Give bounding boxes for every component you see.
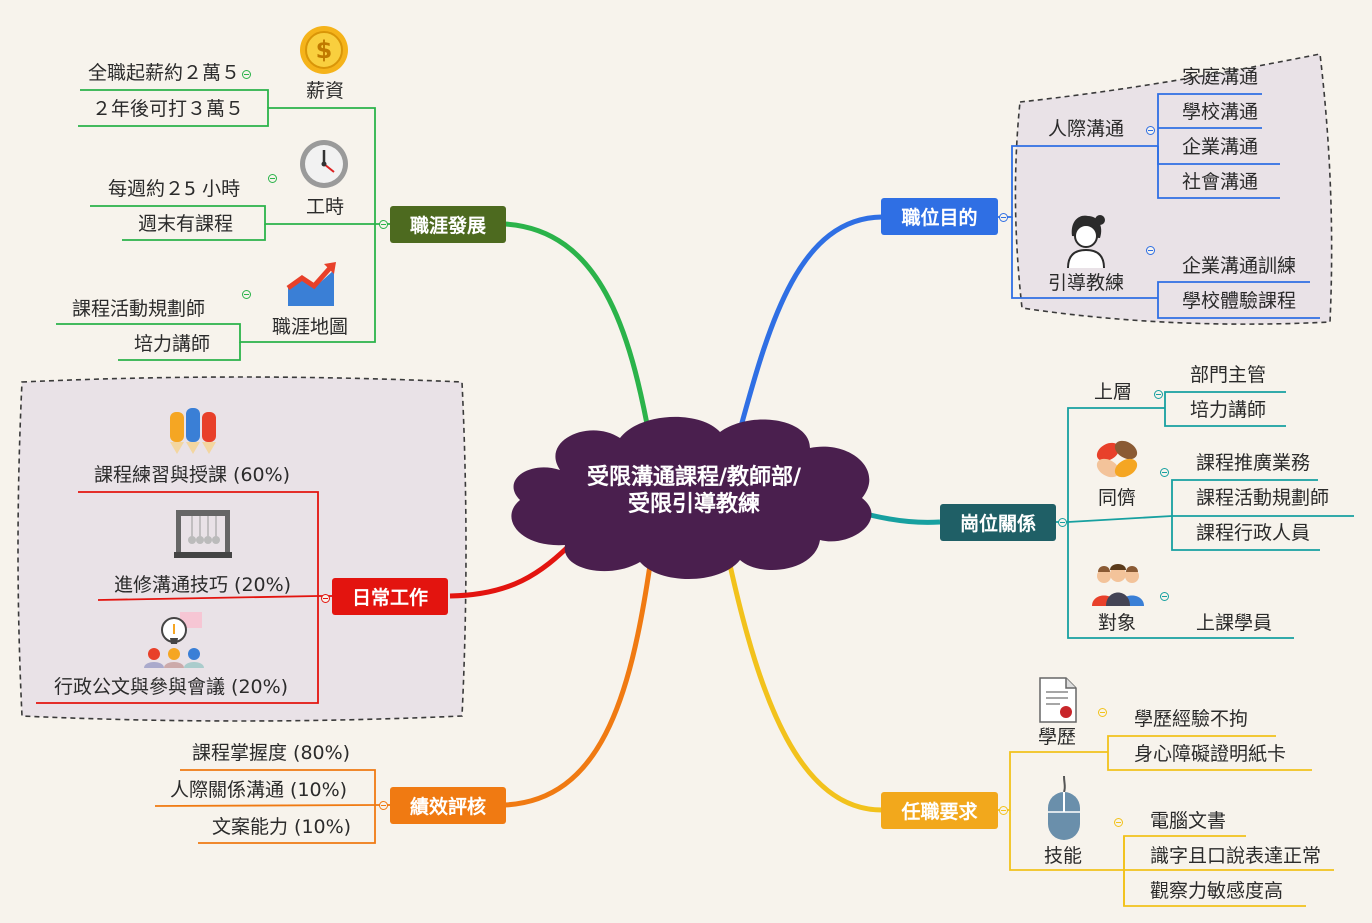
growth-chart-icon [286,262,336,306]
leaf-peers-2[interactable]: 課程活動規劃師 [1196,487,1330,509]
leaf-perf-3[interactable]: 文案能力 (10%) [212,816,352,838]
topic-communication[interactable]: 人際溝通 [1047,118,1124,140]
leaf-hours-1[interactable]: 每週約２5 小時 [108,178,241,200]
leaf-salary-2[interactable]: ２年後可打３萬５ [92,98,245,120]
collapse-toggle[interactable] [1160,592,1169,601]
collapse-toggle[interactable] [1146,126,1155,135]
branch-requirements[interactable]: 任職要求 [881,792,998,829]
leaf-map-1[interactable]: 課程活動規劃師 [72,298,206,320]
topic-education[interactable]: 學歷 [1037,726,1076,748]
leaf-coach-1[interactable]: 企業溝通訓練 [1182,255,1297,277]
daily-work-boundary [17,376,467,722]
collapse-toggle[interactable] [1114,818,1123,827]
collapse-toggle[interactable] [379,220,388,229]
leaf-daily-1[interactable]: 課程練習與授課 (60%) [94,464,291,486]
hands-together-icon [1096,440,1138,478]
leaf-comm-1[interactable]: 家庭溝通 [1182,66,1259,88]
collapse-toggle[interactable] [999,213,1008,222]
collapse-toggle[interactable] [321,594,330,603]
center-topic[interactable]: 受限溝通課程/教師部/ 受限引導教練 [586,465,802,517]
collapse-toggle[interactable] [1160,468,1169,477]
leaf-skill-2[interactable]: 識字且口說表達正常 [1150,845,1322,867]
newtons-cradle-icon [174,510,232,558]
leaf-comm-2[interactable]: 學校溝通 [1182,101,1259,123]
topic-peers[interactable]: 同儕 [1097,487,1136,509]
topic-target[interactable]: 對象 [1097,612,1136,634]
leaf-daily-3[interactable]: 行政公文與參與會議 (20%) [54,676,289,698]
leaf-hours-2[interactable]: 週末有課程 [138,213,234,235]
topic-skills[interactable]: 技能 [1043,845,1082,867]
certificate-icon [1039,677,1077,723]
leaf-upper-2[interactable]: 培力講師 [1190,399,1267,421]
topic-upper[interactable]: 上層 [1093,381,1132,403]
meeting-idea-icon [144,612,204,668]
dollar-coin-icon: $ [300,26,348,74]
topic-salary[interactable]: 薪資 [305,80,344,102]
leaf-skill-1[interactable]: 電腦文書 [1150,810,1227,832]
branch-daily[interactable]: 日常工作 [332,578,448,615]
coach-person-icon [1067,215,1105,268]
leaf-edu-2[interactable]: 身心障礙證明紙卡 [1134,743,1287,765]
leaf-edu-1[interactable]: 學歷經驗不拘 [1134,708,1249,730]
collapse-toggle[interactable] [242,70,251,79]
collapse-toggle[interactable] [1146,246,1155,255]
collapse-toggle[interactable] [268,174,277,183]
leaf-target-1[interactable]: 上課學員 [1196,612,1273,634]
leaf-upper-1[interactable]: 部門主管 [1190,364,1267,386]
collapse-toggle[interactable] [1154,390,1163,399]
topic-career-map[interactable]: 職涯地圖 [271,316,348,338]
collapse-toggle[interactable] [1098,708,1107,717]
leaf-skill-3[interactable]: 觀察力敏感度高 [1150,880,1284,902]
leaf-daily-2[interactable]: 進修溝通技巧 (20%) [114,574,292,596]
svg-text:$: $ [316,36,333,64]
topic-hours[interactable]: 工時 [305,196,344,218]
leaf-peers-1[interactable]: 課程推廣業務 [1196,452,1311,474]
people-group-icon [1092,564,1144,606]
leaf-comm-3[interactable]: 企業溝通 [1182,136,1259,158]
branch-purpose[interactable]: 職位目的 [881,198,998,235]
leaf-perf-1[interactable]: 課程掌握度 (80%) [192,742,351,764]
leaf-peers-3[interactable]: 課程行政人員 [1196,522,1311,544]
collapse-toggle[interactable] [999,806,1008,815]
collapse-toggle[interactable] [1058,518,1067,527]
branch-career[interactable]: 職涯發展 [390,206,506,243]
collapse-toggle[interactable] [242,290,251,299]
leaf-salary-1[interactable]: 全職起薪約２萬５ [88,62,241,84]
leaf-perf-2[interactable]: 人際關係溝通 (10%) [170,779,348,801]
clock-icon [300,140,348,188]
leaf-comm-4[interactable]: 社會溝通 [1182,171,1259,193]
collapse-toggle[interactable] [379,801,388,810]
leaf-map-2[interactable]: 培力講師 [134,333,211,355]
mouse-icon [1048,776,1080,840]
leaf-coach-2[interactable]: 學校體驗課程 [1182,290,1297,312]
center-cloud [511,416,872,580]
topic-coach[interactable]: 引導教練 [1047,272,1124,294]
branch-relation[interactable]: 崗位關係 [940,504,1056,541]
branch-performance[interactable]: 績效評核 [390,787,506,824]
pencils-icon [170,408,216,454]
